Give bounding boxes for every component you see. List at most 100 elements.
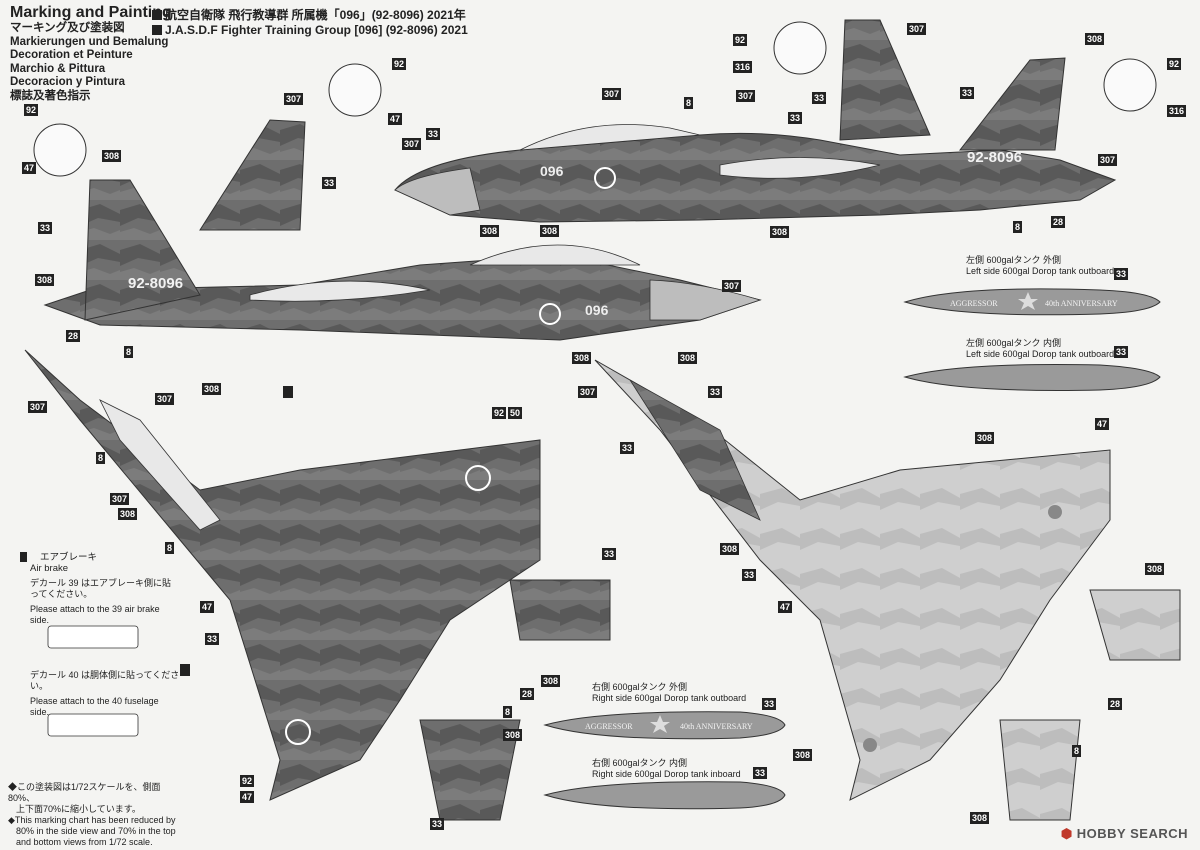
- side-view-left: 92-8096 096: [43, 179, 762, 341]
- callout-tag: 33: [762, 698, 777, 710]
- callout-tag: 307: [736, 90, 756, 102]
- tank-text-2: 40th ANNIVERSARY: [1045, 299, 1118, 308]
- callout-tag: 33: [788, 112, 803, 124]
- callout-tag: 307: [722, 280, 742, 292]
- tank-label-left-outboard: 左側 600galタンク 外側 Left side 600gal Dorop t…: [966, 255, 1115, 276]
- callout-tag: 308: [202, 383, 222, 395]
- air-brake-diagrams: [20, 386, 293, 737]
- lang-title-0: マーキング及び塗装図: [10, 22, 125, 34]
- callout-tag: 307: [602, 88, 622, 100]
- callout-tag: 308: [1085, 33, 1105, 45]
- callout-tag: 33: [812, 92, 827, 104]
- callout-tag: 308: [572, 352, 592, 364]
- hinomaru-roundel: [594, 167, 616, 189]
- callout-tag: 47: [1095, 418, 1110, 430]
- hinomaru-roundel: [465, 465, 491, 491]
- callout-tag: 308: [975, 432, 995, 444]
- magnify-circle-right: [1103, 58, 1157, 112]
- tail-detail-left: [33, 21, 1157, 231]
- callout-tag: 307: [907, 23, 927, 35]
- callout-tag: 92: [24, 104, 39, 116]
- callout-tag: 8: [165, 542, 175, 554]
- callout-tag: 33: [426, 128, 441, 140]
- watermark-logo: ⬢ HOBBY SEARCH: [1060, 826, 1188, 841]
- tank-label-right-outboard: 右側 600galタンク 外側 Right side 600gal Dorop …: [592, 682, 747, 703]
- callout-tag: 50: [508, 407, 523, 419]
- callout-tag: 33: [205, 633, 220, 645]
- callout-tag: 316: [1167, 105, 1187, 117]
- callout-tag: 8: [124, 346, 134, 358]
- callout-tag: 308: [118, 508, 138, 520]
- callout-tag: 308: [678, 352, 698, 364]
- tank-text-1: AGGRESSOR: [585, 722, 633, 731]
- callout-tag: 92: [392, 58, 407, 70]
- callout-tag: 28: [1108, 698, 1123, 710]
- callout-tag: 47: [22, 162, 37, 174]
- air-brake-note-40: デカール 40 は胴体側に貼ってください。 Please attach to t…: [30, 670, 180, 717]
- callout-tag: 33: [1114, 346, 1129, 358]
- magnify-circle-mid: [328, 63, 382, 117]
- tail-code-right: 92-8096: [967, 149, 1022, 166]
- callout-tag: 307: [578, 386, 598, 398]
- tank-label-left-inboard: 左側 600galタンク 内側 Left side 600gal Dorop t…: [966, 338, 1115, 359]
- callout-tag: 8: [503, 706, 513, 718]
- callout-tag: 307: [155, 393, 175, 405]
- callout-tag: 8: [684, 97, 694, 109]
- callout-tag: 8: [1072, 745, 1082, 757]
- tank-text-1: AGGRESSOR: [950, 299, 998, 308]
- callout-tag: 308: [35, 274, 55, 286]
- page-title: Marking and Painting: [10, 4, 172, 21]
- magnify-circle-top: [773, 21, 827, 75]
- air-brake-icon: [180, 664, 190, 676]
- callout-tag: 308: [102, 150, 122, 162]
- callout-tag: 307: [402, 138, 422, 150]
- nose-number-left: 096: [585, 302, 609, 318]
- nose-number-right: 096: [540, 163, 564, 179]
- tank-right-inboard: [543, 781, 786, 810]
- hinomaru-roundel: [285, 719, 311, 745]
- air-brake-title: エアブレーキ Air brake: [30, 552, 98, 574]
- tank-left-inboard: [903, 364, 1161, 391]
- callout-tag: 33: [960, 87, 975, 99]
- callout-tag: 33: [322, 177, 337, 189]
- callout-tag: 308: [480, 225, 500, 237]
- callout-tag: 92: [240, 775, 255, 787]
- callout-tag: 308: [1145, 563, 1165, 575]
- tank-label-right-inboard: 右側 600galタンク 内側 Right side 600gal Dorop …: [592, 758, 741, 779]
- callout-tag: 33: [602, 548, 617, 560]
- callout-tag: 33: [708, 386, 723, 398]
- callout-tag: 33: [753, 767, 768, 779]
- callout-tag: 308: [770, 226, 790, 238]
- callout-tag: 47: [240, 791, 255, 803]
- scale-note: ◆この塗装図は1/72スケールを、側面80%、 上下面70%に縮小しています。 …: [8, 782, 176, 847]
- lang-title-1: Markierungen und Bemalung: [10, 35, 169, 48]
- callout-tag: 308: [720, 543, 740, 555]
- lang-title-3: Marchio & Pittura: [10, 62, 106, 75]
- title-block: Marking and Painting マーキング及び塗装図 Markieru…: [10, 4, 172, 103]
- callout-tag: 308: [503, 729, 523, 741]
- magnify-circle-left: [33, 123, 87, 177]
- top-view: [24, 349, 611, 821]
- air-brake-icon: [283, 386, 293, 398]
- hobby-search-logo-icon: ⬢: [1060, 826, 1077, 841]
- star-icon: [1018, 292, 1038, 310]
- roundel-mark: [1048, 505, 1062, 519]
- square-bullet-icon: [152, 10, 162, 20]
- callout-tag: 308: [540, 225, 560, 237]
- air-brake-note-39: デカール 39 はエアブレーキ側に貼ってください。 Please attach …: [30, 578, 172, 625]
- star-icon: [650, 715, 670, 733]
- bottom-view: [594, 359, 1181, 821]
- hinomaru-roundel: [539, 303, 561, 325]
- side-view-right: 096 92-8096: [394, 19, 1117, 223]
- callout-tag: 47: [388, 113, 403, 125]
- callout-tag: 308: [793, 749, 813, 761]
- aircraft-title-en: J.A.S.D.F Fighter Training Group [096] (…: [165, 23, 468, 37]
- callout-tag: 92: [1167, 58, 1182, 70]
- air-brake-icon: [20, 552, 27, 562]
- callout-tag: 33: [742, 569, 757, 581]
- callout-tag: 33: [430, 818, 445, 830]
- callout-tag: 28: [520, 688, 535, 700]
- callout-tag: 307: [1098, 154, 1118, 166]
- lang-title-5: 標誌及著色指示: [10, 89, 91, 102]
